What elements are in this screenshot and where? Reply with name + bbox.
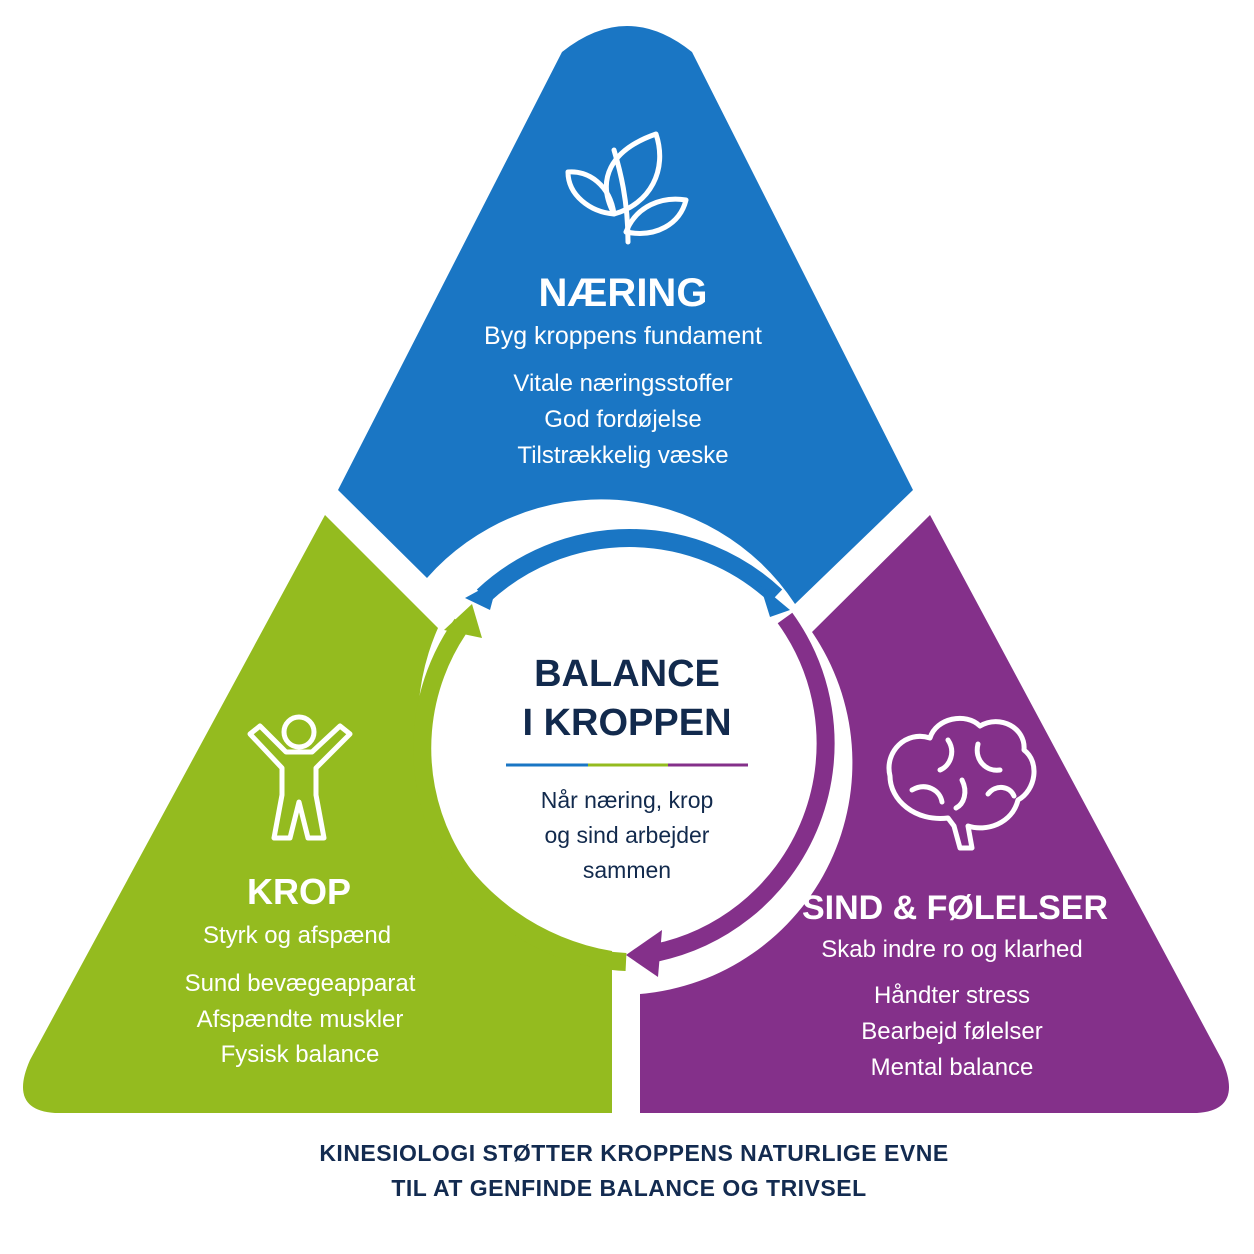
naering-item-1: Vitale næringsstoffer [513, 370, 732, 397]
cycle-arrow-purple [653, 612, 835, 962]
krop-subtitle: Styrk og afspænd [203, 922, 391, 949]
cycle-arrowhead-green [444, 604, 482, 638]
center-text-line3: sammen [583, 857, 671, 883]
center-title-line2: I KROPPEN [522, 702, 731, 744]
leaves-icon [565, 131, 689, 245]
naering-item-2: God fordøjelse [544, 406, 701, 433]
cycle-arrowhead-purple [626, 930, 662, 977]
naering-subtitle: Byg kroppens fundament [484, 322, 762, 350]
sind-title: SIND & FØLELSER [802, 889, 1108, 927]
krop-item-3: Fysisk balance [221, 1041, 380, 1068]
naering-item-3: Tilstrækkelig væske [517, 442, 728, 469]
person-arms-raised-icon [247, 714, 353, 841]
sind-item-3: Mental balance [871, 1054, 1034, 1081]
naering-title: NÆRING [539, 271, 708, 315]
sind-item-1: Håndter stress [874, 982, 1030, 1009]
footer-line2: TIL AT GENFINDE BALANCE OG TRIVSEL [391, 1175, 866, 1201]
krop-item-1: Sund bevægeapparat [185, 970, 416, 997]
center-title-line1: BALANCE [534, 653, 720, 695]
sind-item-2: Bearbejd følelser [861, 1018, 1042, 1045]
sind-segment [640, 515, 1230, 1113]
center-text-line2: og sind arbejder [545, 822, 710, 848]
cycle-arrow-blue [476, 529, 783, 603]
krop-title: KROP [247, 871, 351, 912]
brain-icon [886, 715, 1037, 851]
cycle-arrowtail-blue [465, 580, 498, 610]
naering-segment [338, 26, 913, 604]
footer-line1: KINESIOLOGI STØTTER KROPPENS NATURLIGE E… [319, 1140, 948, 1166]
sind-subtitle: Skab indre ro og klarhed [821, 936, 1083, 963]
center-text-line1: Når næring, krop [541, 787, 714, 813]
krop-item-2: Afspændte muskler [197, 1006, 404, 1033]
cycle-arrowhead-blue [760, 585, 790, 617]
cycle-arrow-green [413, 618, 627, 971]
center-circle [441, 574, 813, 946]
